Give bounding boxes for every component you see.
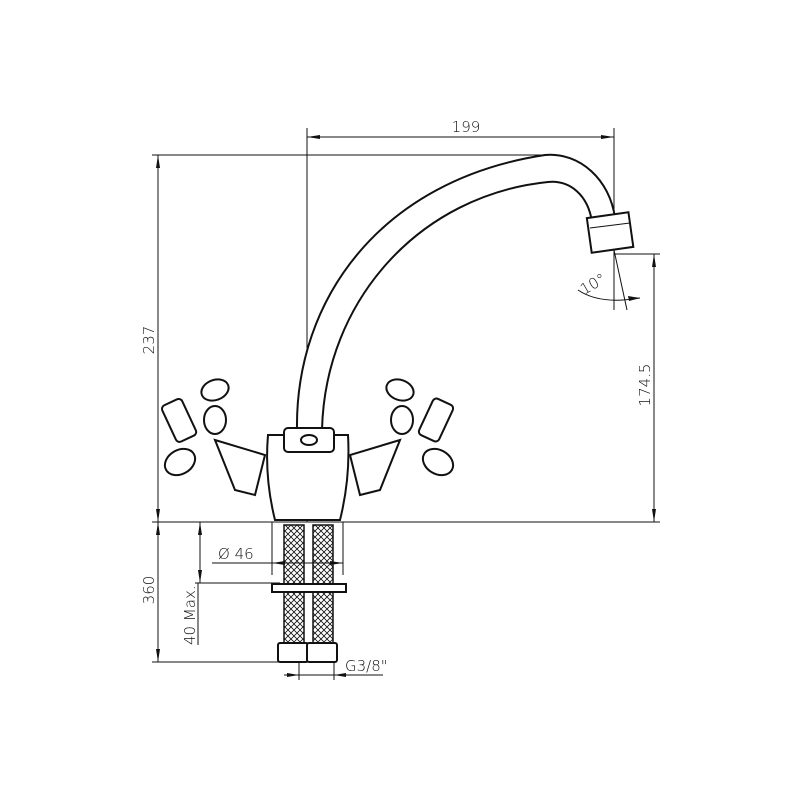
supply-hoses [271, 524, 347, 663]
hose-nut [306, 642, 338, 663]
hose-nut [277, 642, 309, 663]
dimension-label-237: 237 [140, 326, 158, 355]
faucet-spout [295, 153, 635, 431]
dimension-total-height: 237 [140, 155, 160, 522]
dimension-spout-height: 174.5 [636, 254, 656, 522]
dimension-label-40-max: 40 Max. [181, 585, 199, 645]
dimension-label-360: 360 [140, 576, 158, 605]
dimension-below-counter: 360 [140, 522, 160, 662]
dimension-label-g3-8: G3/8" [345, 657, 388, 675]
left-handle [160, 378, 267, 497]
dimension-spout-reach: 199 [307, 118, 614, 139]
dimension-label-10deg: 10° [577, 270, 609, 299]
mounting-bracket [271, 583, 347, 593]
dimension-thread: G3/8" [284, 657, 388, 680]
dimension-spout-angle: 10° [577, 249, 641, 311]
dimension-label-199: 199 [452, 118, 481, 136]
reference-lines [152, 128, 660, 663]
dimension-label-174-5: 174.5 [636, 364, 654, 407]
right-handle [348, 378, 455, 497]
dimension-label-diameter-46: Ø 46 [218, 545, 254, 563]
faucet-body [266, 427, 350, 521]
dimension-counter-thickness: 40 Max. [181, 522, 202, 645]
